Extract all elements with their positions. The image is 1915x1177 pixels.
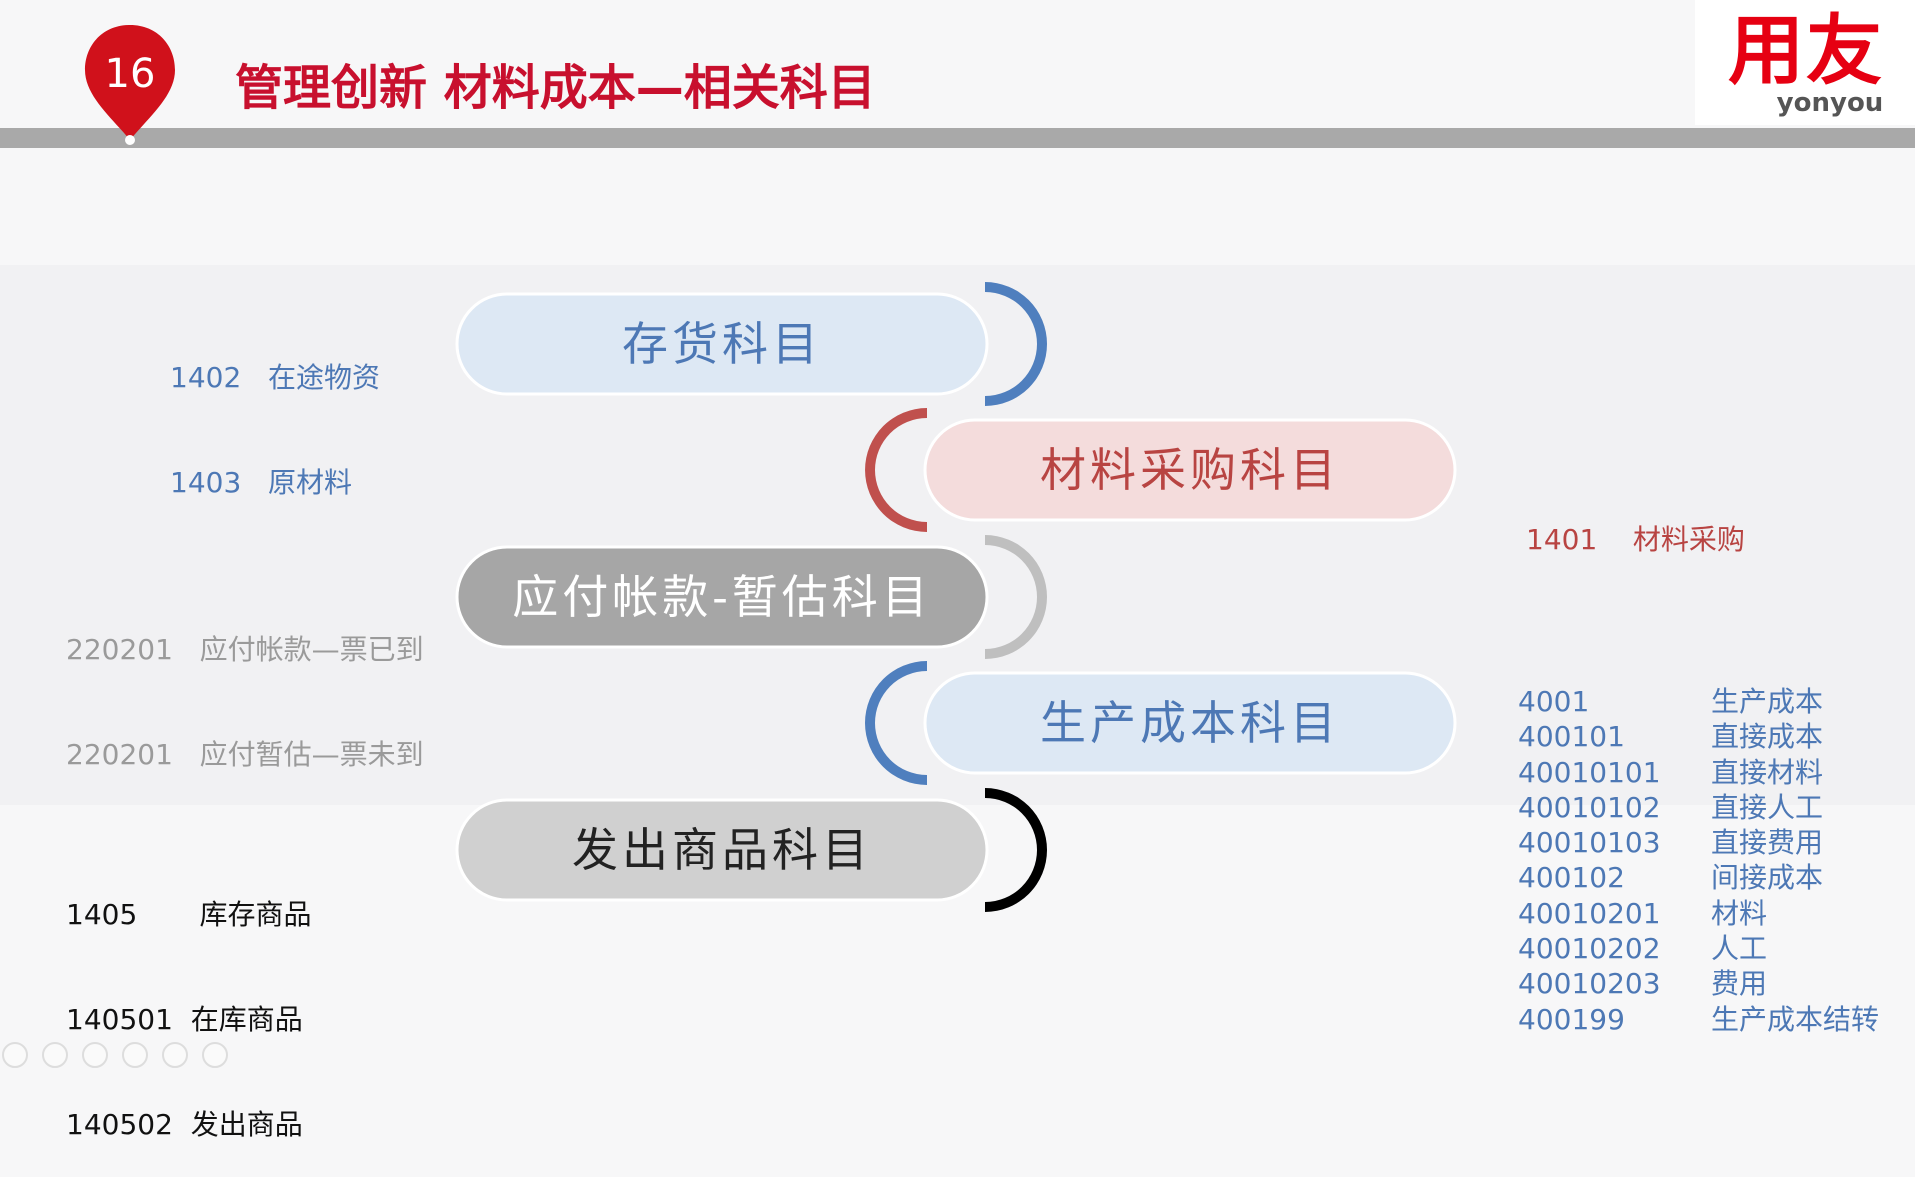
production-account-names: 生产成本直接成本直接材料直接人工直接费用间接成本材料人工费用生产成本结转 bbox=[1711, 684, 1879, 1037]
accounts-diagram bbox=[455, 282, 1457, 912]
production-account-name: 生产成本结转 bbox=[1711, 1002, 1880, 1036]
payable-account-2: 220201 应付暂估—票未到 bbox=[66, 738, 424, 771]
goods-account-1: 1405 库存商品 bbox=[66, 898, 312, 931]
production-account-name: 生产成本 bbox=[1711, 685, 1824, 718]
slide-header bbox=[0, 0, 1915, 130]
production-account-name: 材料 bbox=[1711, 896, 1768, 930]
pill-production bbox=[923, 671, 1457, 775]
goods-account-2: 140501 在库商品 bbox=[66, 1003, 303, 1036]
logo bbox=[1695, 0, 1915, 125]
pill-label-production: 生产成本科目 bbox=[1040, 696, 1340, 750]
goods-account-3: 140502 发出商品 bbox=[66, 1108, 303, 1141]
production-account-name: 直接费用 bbox=[1711, 826, 1824, 860]
production-account-name: 费用 bbox=[1711, 967, 1768, 1001]
production-account-code: 400102 bbox=[1518, 861, 1625, 895]
purchase-account-1: 1401 材料采购 bbox=[1526, 523, 1745, 556]
nav-dot[interactable] bbox=[2, 1042, 28, 1068]
pill-goods bbox=[455, 798, 989, 902]
payable-accounts: 220201 应付帐款—票已到 220201 应付暂估—票未到 bbox=[66, 562, 424, 807]
pill-connector-production bbox=[865, 661, 927, 785]
pill-label-goods: 发出商品科目 bbox=[572, 823, 872, 877]
nav-dot[interactable] bbox=[82, 1042, 108, 1068]
map-pin-icon bbox=[85, 25, 175, 145]
production-account-name: 人工 bbox=[1711, 932, 1768, 966]
nav-dot[interactable] bbox=[202, 1042, 228, 1068]
slide-nav-controls[interactable] bbox=[0, 1040, 230, 1068]
production-account-code: 40010102 bbox=[1518, 790, 1661, 824]
production-account-name: 直接成本 bbox=[1711, 720, 1824, 754]
slide-title: 管理创新 材料成本—相关科目 bbox=[235, 60, 876, 116]
pill-label-payable: 应付帐款-暂估科目 bbox=[512, 570, 932, 624]
header-divider bbox=[0, 128, 1915, 148]
pill-connector-payable bbox=[985, 535, 1047, 659]
pill-connector-purchase bbox=[865, 408, 927, 532]
goods-accounts: 1405 库存商品 140501 在库商品 140502 发出商品 bbox=[66, 827, 312, 1177]
pill-purchase bbox=[923, 418, 1457, 522]
nav-dot[interactable] bbox=[162, 1042, 188, 1068]
production-account-code: 40010101 bbox=[1518, 755, 1661, 789]
production-account-code: 40010202 bbox=[1518, 932, 1661, 966]
pill-label-inventory: 存货科目 bbox=[622, 317, 822, 371]
production-account-code: 4001 bbox=[1518, 685, 1590, 718]
production-account-code: 400101 bbox=[1518, 720, 1625, 754]
logo-subtext: yonyou bbox=[1776, 88, 1884, 118]
logo-text: 用友 bbox=[1728, 6, 1884, 95]
payable-account-1: 220201 应付帐款—票已到 bbox=[66, 633, 424, 666]
production-account-code: 400199 bbox=[1518, 1002, 1625, 1036]
inventory-accounts: 1402 在途物资 1403 原材料 bbox=[170, 290, 380, 535]
pill-inventory bbox=[455, 292, 989, 396]
pill-connector-goods bbox=[985, 788, 1047, 912]
production-account-name: 间接成本 bbox=[1711, 861, 1824, 895]
purchase-accounts: 1401 材料采购 bbox=[1526, 452, 1745, 592]
production-account-name: 直接材料 bbox=[1711, 755, 1824, 789]
nav-dot[interactable] bbox=[122, 1042, 148, 1068]
production-account-code: 40010203 bbox=[1518, 967, 1661, 1001]
pill-payable bbox=[455, 545, 989, 649]
nav-dot[interactable] bbox=[42, 1042, 68, 1068]
production-account-code: 40010201 bbox=[1518, 896, 1661, 930]
pill-connector-inventory bbox=[985, 282, 1047, 406]
production-account-code: 40010103 bbox=[1518, 826, 1661, 860]
pill-label-purchase: 材料采购科目 bbox=[1040, 443, 1340, 497]
slide-number: 16 bbox=[104, 51, 156, 97]
inventory-account-2: 1403 原材料 bbox=[170, 466, 352, 499]
production-account-name: 直接人工 bbox=[1711, 790, 1824, 824]
inventory-account-1: 1402 在途物资 bbox=[170, 361, 380, 394]
